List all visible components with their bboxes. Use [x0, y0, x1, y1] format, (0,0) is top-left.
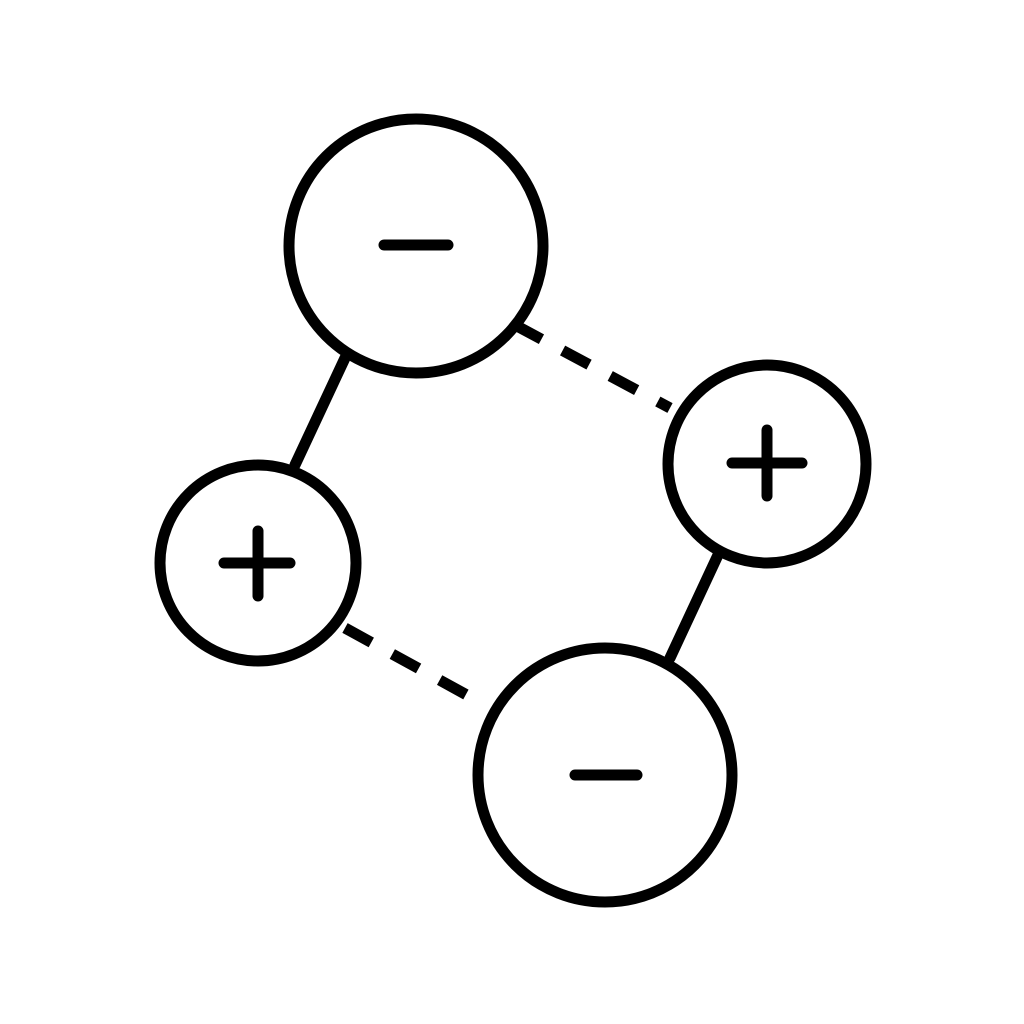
- ion-anion-top: [283, 113, 549, 379]
- ion-cation-left: [154, 459, 362, 667]
- bond-dashed-top-right: [512, 320, 673, 413]
- ion-anion-bottom: [472, 642, 738, 908]
- bond-solid-top-left: [289, 352, 351, 471]
- bond-dashed-left-bottom: [342, 623, 488, 710]
- ion-cation-right: [662, 359, 872, 569]
- bonds: [289, 320, 724, 710]
- bond-solid-right-bottom: [664, 549, 724, 664]
